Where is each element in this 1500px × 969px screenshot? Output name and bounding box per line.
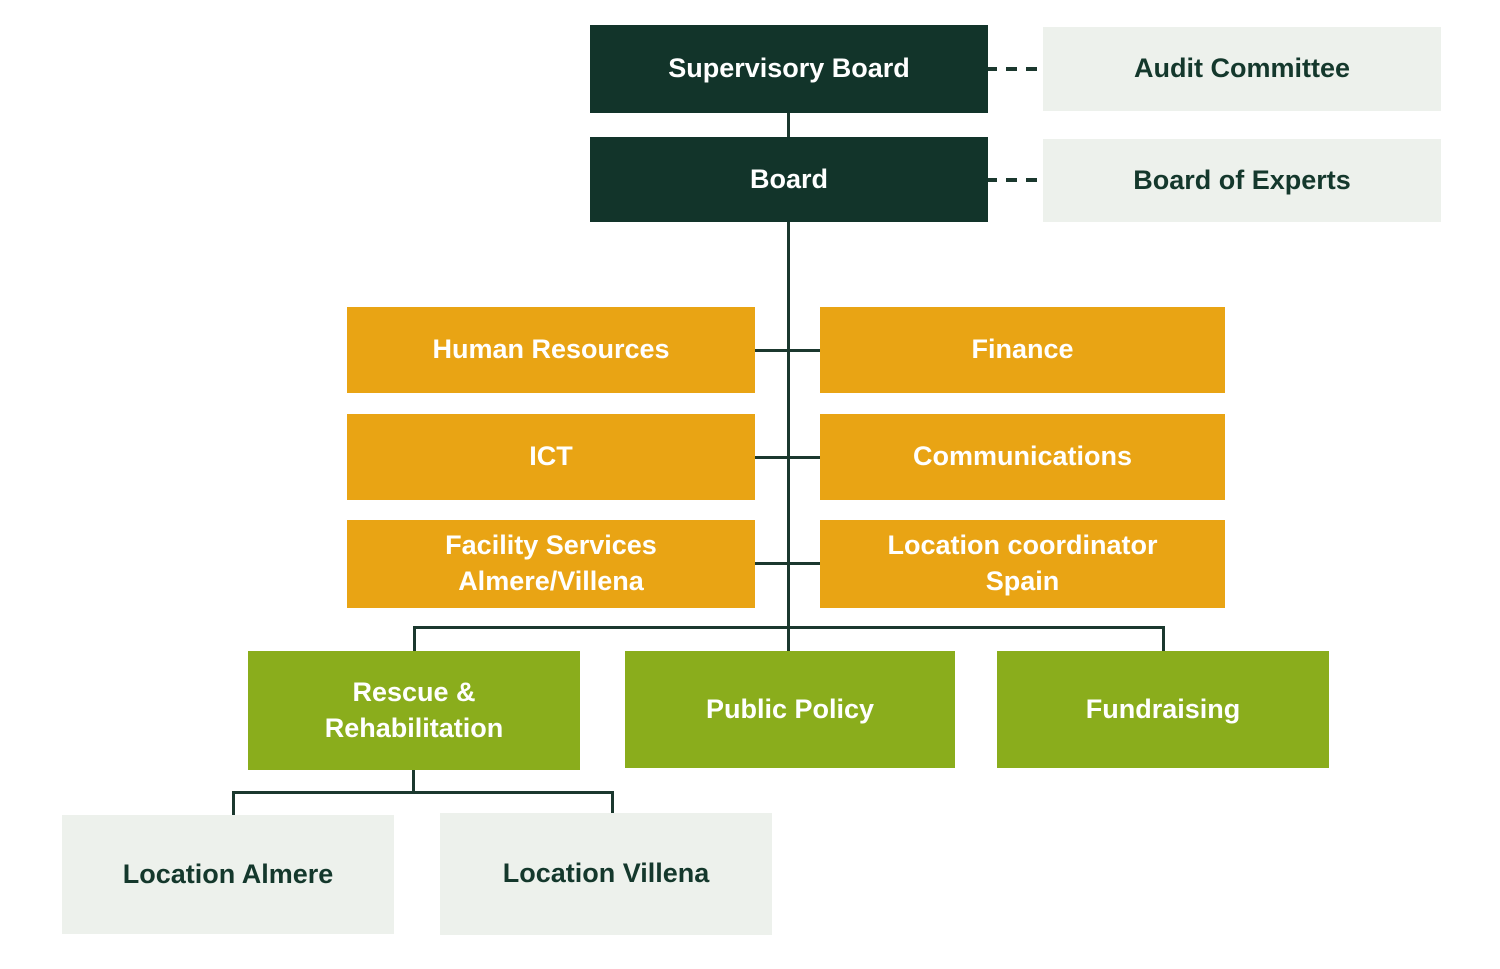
- connector-to-location-villena: [611, 791, 614, 816]
- connector-dashed-board-to-board-of-experts: [986, 178, 1043, 182]
- node-communications: Communications: [820, 414, 1225, 500]
- node-rescue-rehabilitation: Rescue & Rehabilitation: [248, 651, 580, 770]
- node-finance-label: Finance: [971, 334, 1074, 365]
- node-fundraising: Fundraising: [997, 651, 1329, 768]
- connector-board-trunk: [787, 222, 790, 651]
- node-ict-label: ICT: [529, 441, 573, 472]
- connector-to-fundraising: [1162, 626, 1165, 651]
- connector-to-location-almere: [232, 791, 235, 818]
- connector-to-rescue-rehabilitation: [413, 626, 416, 651]
- connector-locations-horizontal: [232, 791, 614, 794]
- connector-rescue-down: [412, 770, 415, 794]
- node-audit-committee-label: Audit Committee: [1134, 53, 1350, 84]
- node-human-resources-label: Human Resources: [432, 334, 670, 365]
- node-board-of-experts-label: Board of Experts: [1133, 164, 1351, 195]
- node-location-villena-label: Location Villena: [502, 858, 710, 889]
- connector-supervisory-board-to-board: [787, 113, 790, 139]
- node-location-almere-label: Location Almere: [122, 858, 334, 889]
- node-board-of-experts: Board of Experts: [1043, 139, 1441, 222]
- node-rescue-rehabilitation-label: Rescue & Rehabilitation: [324, 676, 504, 743]
- node-board: Board: [590, 137, 988, 222]
- node-public-policy-label: Public Policy: [705, 693, 875, 724]
- node-location-villena: Location Villena: [440, 813, 772, 935]
- connector-distribution-horizontal: [413, 626, 1165, 629]
- node-ict: ICT: [347, 414, 755, 500]
- connector-row-facility-location-coordinator: [755, 562, 820, 565]
- node-human-resources: Human Resources: [347, 307, 755, 393]
- node-communications-label: Communications: [912, 441, 1133, 472]
- node-public-policy: Public Policy: [625, 651, 955, 768]
- node-location-coordinator-spain: Location coordinator Spain: [820, 520, 1225, 608]
- connector-row-ict-communications: [755, 456, 820, 459]
- node-fundraising-label: Fundraising: [1085, 693, 1241, 724]
- node-facility-services: Facility Services Almere/Villena: [347, 520, 755, 608]
- node-audit-committee: Audit Committee: [1043, 27, 1441, 111]
- node-location-almere: Location Almere: [62, 815, 394, 934]
- node-supervisory-board-label: Supervisory Board: [668, 53, 910, 84]
- node-location-coordinator-spain-label: Location coordinator Spain: [887, 530, 1158, 596]
- node-finance: Finance: [820, 307, 1225, 393]
- node-board-label: Board: [749, 163, 828, 194]
- node-facility-services-label: Facility Services Almere/Villena: [445, 530, 657, 596]
- node-supervisory-board: Supervisory Board: [590, 25, 988, 113]
- connector-dashed-supervisory-board-to-audit-committee: [986, 67, 1043, 71]
- connector-row-human-resources-finance: [755, 349, 820, 352]
